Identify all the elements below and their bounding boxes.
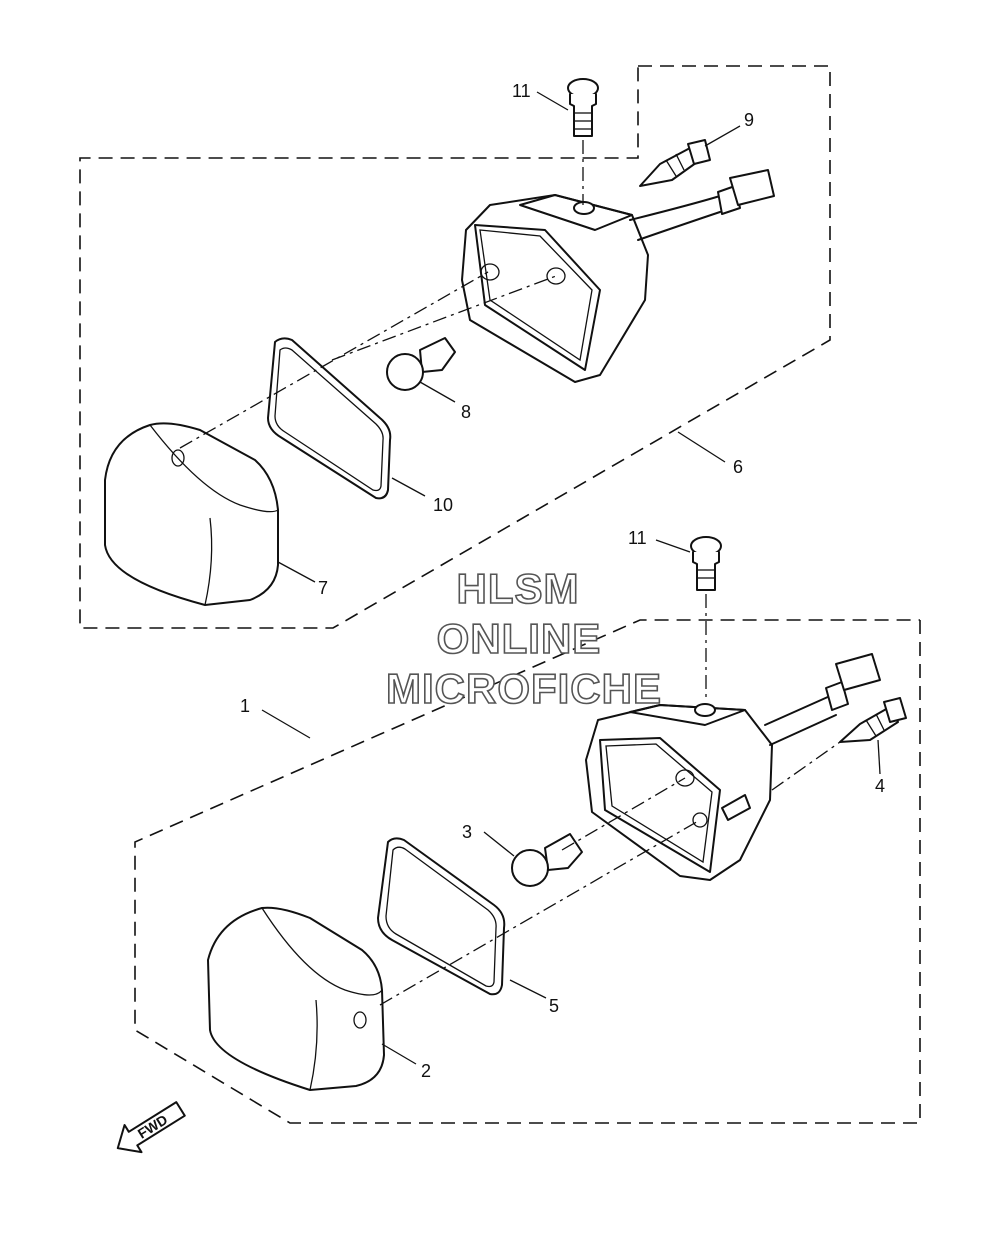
upper-lens (104, 422, 279, 606)
lower-lens (207, 906, 385, 1091)
callout-leaders (261, 91, 881, 1065)
callout-label-lower-top-screw: 11 (628, 528, 647, 548)
callout-label-upper-gasket: 10 (433, 495, 453, 515)
lower-side-screw (839, 697, 907, 743)
watermark-line-3: MICROFICHE (386, 665, 662, 712)
fwd-direction-marker: FWD (116, 1101, 186, 1154)
callout-label-upper-side-screw: 9 (744, 110, 754, 130)
callout-label-lower-gasket: 5 (549, 996, 559, 1016)
lower-bulb (511, 833, 583, 887)
lower-assembly-outline (134, 619, 921, 1124)
upper-gasket (267, 337, 392, 500)
lower-top-screw (690, 536, 722, 591)
upper-bulb (386, 337, 456, 391)
upper-housing (461, 194, 721, 383)
lower-wire-connector (825, 653, 881, 711)
arrow-forward-icon (116, 1101, 186, 1154)
callout-label-lower-side-screw: 4 (875, 776, 885, 796)
callout-label-lower-bulb: 3 (462, 822, 472, 842)
watermark: HLSM ONLINE MICROFICHE (385, 564, 662, 713)
callout-label-upper-lens: 7 (318, 578, 328, 598)
watermark-line-1: HLSM (457, 565, 580, 612)
lower-housing (585, 695, 837, 881)
upper-side-screw (639, 139, 711, 187)
lower-gasket (377, 837, 506, 996)
watermark-line-2: ONLINE (437, 615, 602, 662)
upper-wire-connector (717, 169, 775, 215)
upper-assembly-outline (79, 65, 831, 629)
callout-label-upper-top-screw: 11 (512, 81, 531, 101)
callout-label-upper-bulb: 8 (461, 402, 471, 422)
callout-label-lower-lens: 2 (421, 1061, 431, 1081)
callout-label-lower-assembly: 1 (240, 696, 250, 716)
upper-top-screw (567, 78, 599, 137)
callout-label-upper-assembly: 6 (733, 457, 743, 477)
